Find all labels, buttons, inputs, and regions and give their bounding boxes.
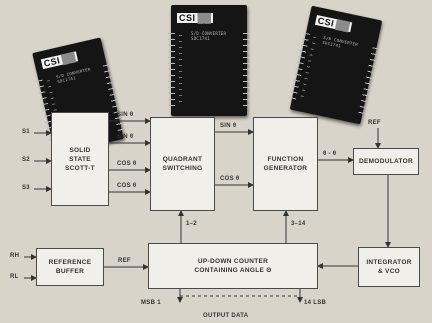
up-down-counter-block: UP-DOWN COUNTER CONTAINING ANGLE Θ — [148, 243, 318, 289]
bits-1-2-label: 1–2 — [186, 221, 197, 227]
msb-label: MSB 1 — [141, 300, 161, 306]
scott-t-label: SOLID STATE SCOTT-T — [60, 146, 100, 173]
sin-label-1: SIN θ — [117, 112, 133, 118]
error-signal-label: θ - θ — [323, 151, 336, 157]
counter-label-line2: CONTAINING ANGLE Θ — [194, 266, 271, 275]
cos-out-label: COS θ — [220, 176, 239, 182]
quadrant-switching-block: QUADRANT SWITCHING — [150, 117, 215, 211]
reference-buffer-label: REFERENCE BUFFER — [45, 258, 95, 276]
demodulator-block: DEMODULATOR — [353, 148, 419, 175]
function-generator-block: FUNCTION GENERATOR — [253, 117, 318, 211]
input-s1-label: S1 — [22, 129, 30, 135]
reference-buffer-block: REFERENCE BUFFER — [36, 248, 104, 286]
lsb-label: 14 LSB — [304, 300, 326, 306]
output-data-caption: OUTPUT DATA — [203, 313, 248, 319]
integrator-vco-block: INTEGRATOR & VCO — [358, 247, 420, 287]
cos-label-2: COS θ — [117, 183, 136, 189]
function-generator-label: FUNCTION GENERATOR — [261, 155, 311, 173]
cos-label-1: COS θ — [117, 161, 136, 167]
bits-3-14-label: 3–14 — [291, 221, 306, 227]
sin-label-2: SIN θ — [117, 134, 133, 140]
demodulator-label: DEMODULATOR — [359, 157, 413, 166]
integrator-label-line1: INTEGRATOR — [366, 258, 411, 267]
input-s3-label: S3 — [22, 185, 30, 191]
ref-in-label: REF — [368, 120, 381, 126]
ref-out-label: REF — [118, 258, 131, 264]
integrator-label-line2: & VCO — [378, 267, 400, 276]
quadrant-switching-label: QUADRANT SWITCHING — [157, 155, 209, 173]
input-rl-label: RL — [10, 274, 19, 280]
input-rh-label: RH — [10, 253, 19, 259]
sin-out-label: SIN θ — [220, 123, 236, 129]
scott-t-block: SOLID STATE SCOTT-T — [51, 112, 109, 206]
counter-label-line1: UP-DOWN COUNTER — [198, 257, 268, 266]
input-s2-label: S2 — [22, 157, 30, 163]
